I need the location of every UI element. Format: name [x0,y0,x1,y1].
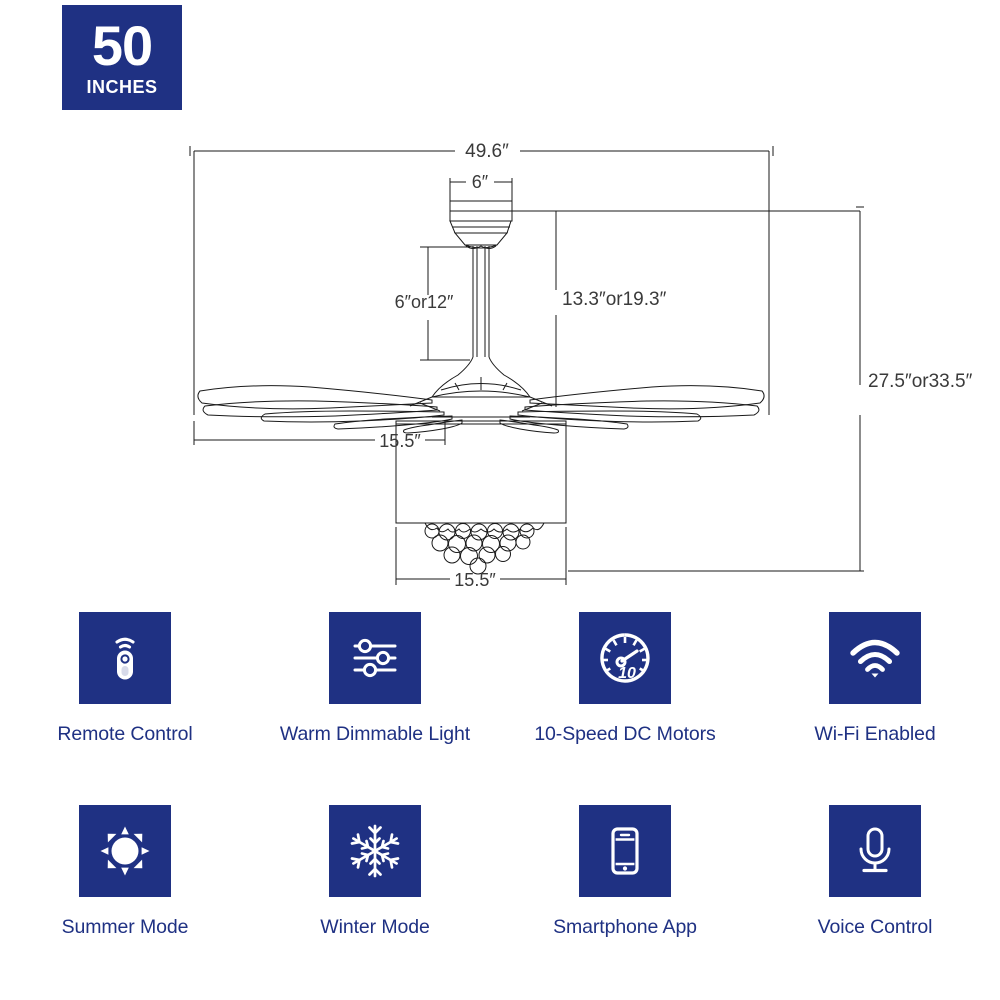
fan-blades-left [197,385,463,434]
fan-crystal-cluster [424,522,545,575]
feature-tile-smartphone-app [579,804,671,897]
feature-item-summer-mode: Summer Mode [0,804,250,998]
feature-grid: Remote Control Warm Dimmable Light [0,612,1000,997]
size-badge-number: 50 [91,14,153,78]
feature-label-smartphone-app: Smartphone App [553,915,697,938]
snowflake-icon [350,824,400,877]
feature-tile-voice-control [829,804,921,897]
feature-item-smartphone-app: Smartphone App [500,804,750,998]
feature-item-wifi-enabled: Wi-Fi Enabled [750,612,1000,805]
fan-motor-housing [431,356,531,398]
dimension-label-overall-width: 49.6″ [465,141,509,162]
sliders-icon [353,638,397,678]
feature-item-voice-control: Voice Control [750,804,1000,998]
smartphone-icon [611,826,639,875]
dimension-mount-to-blade [512,210,860,407]
fan-dimension-diagram: 49.6″ 6″ 6″or12″ 13.3″or19.3″ 27.5″or33.… [0,115,1000,610]
microphone-icon [859,827,891,872]
feature-item-ten-speed-dc-motors: 10 10-Speed DC Motors [500,612,750,805]
feature-tile-winter-mode [329,804,421,897]
feature-tile-ten-speed-dc-motors: 10 [579,612,671,704]
fan-blade-arms [409,396,553,422]
dimension-label-canopy-width: 6″ [472,172,489,192]
speedometer-icon: 10 [600,633,650,683]
fan-blades-right [499,385,765,434]
dimension-overall-width [189,146,774,415]
feature-label-wifi-enabled: Wi-Fi Enabled [814,723,936,745]
wifi-icon [850,639,900,678]
feature-label-winter-mode: Winter Mode [320,915,430,938]
dimension-label-motor-housing-width: 15.5″ [379,431,421,451]
fan-light-shade [395,420,567,524]
size-badge: 50 INCHES [62,5,182,110]
feature-tile-summer-mode [79,804,171,897]
dimension-overall-height [568,206,864,572]
dimension-label-light-kit-width: 15.5″ [454,570,496,590]
dimension-motor-housing-width [193,421,446,445]
feature-label-voice-control: Voice Control [817,915,933,938]
feature-item-winter-mode: Winter Mode [250,804,500,998]
feature-item-warm-dimmable-light: Warm Dimmable Light [250,612,500,805]
feature-label-summer-mode: Summer Mode [61,915,189,938]
fan-downrod [465,245,497,357]
feature-tile-wifi-enabled [829,612,921,704]
feature-label-remote-control: Remote Control [57,723,193,745]
sun-icon [100,826,150,875]
remote-control-icon [115,637,135,680]
fan-canopy [449,200,513,249]
dimension-label-mount-to-blade: 13.3″or19.3″ [562,289,667,310]
dimension-label-downrod-length: 6″or12″ [395,292,454,312]
feature-label-warm-dimmable-light: Warm Dimmable Light [279,723,471,745]
feature-item-remote-control: Remote Control [0,612,250,805]
speedometer-value: 10 [618,665,636,682]
dimension-light-kit-width [395,527,567,585]
dimension-label-overall-height: 27.5″or33.5″ [868,371,973,392]
feature-tile-remote-control [79,612,171,704]
dimension-downrod-length [420,246,470,361]
dimension-canopy-width [449,178,513,201]
size-badge-unit: INCHES [86,76,158,97]
feature-label-ten-speed-dc-motors: 10-Speed DC Motors [534,723,716,745]
feature-tile-warm-dimmable-light [329,612,421,704]
